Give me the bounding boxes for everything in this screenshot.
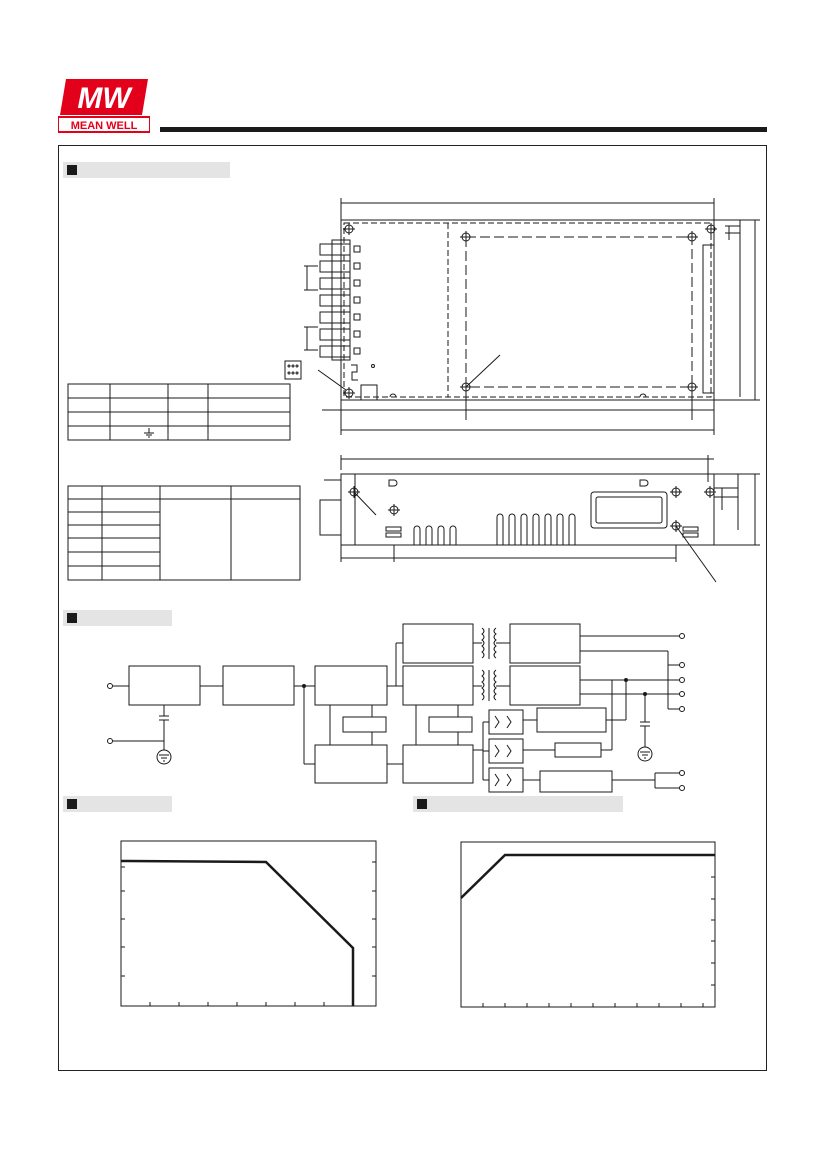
section-marker-icon	[67, 799, 77, 809]
top-view-drawing	[284, 198, 760, 435]
derating-section-header	[63, 796, 172, 812]
header-rule	[160, 127, 767, 132]
derating-curve-chart	[120, 840, 377, 1007]
static-char-section-header	[413, 796, 623, 812]
side-view-drawing	[319, 455, 760, 583]
section-marker-icon	[417, 799, 427, 809]
content-frame	[58, 145, 767, 1071]
logo-mark: MW	[77, 82, 133, 115]
terminal-pin-table-1	[67, 383, 291, 441]
section-marker-icon	[67, 613, 77, 623]
terminal-pin-table-2	[67, 485, 301, 581]
logo-graphic: MW MEAN WELL	[58, 79, 150, 133]
section-marker-icon	[67, 165, 77, 175]
block-diagram	[107, 623, 685, 793]
mechanical-section-header	[63, 162, 230, 178]
block-diagram-section-header	[63, 610, 172, 626]
logo-text: MEAN WELL	[71, 120, 138, 132]
mean-well-logo: MW MEAN WELL	[58, 77, 150, 133]
static-characteristics-chart	[460, 841, 716, 1008]
